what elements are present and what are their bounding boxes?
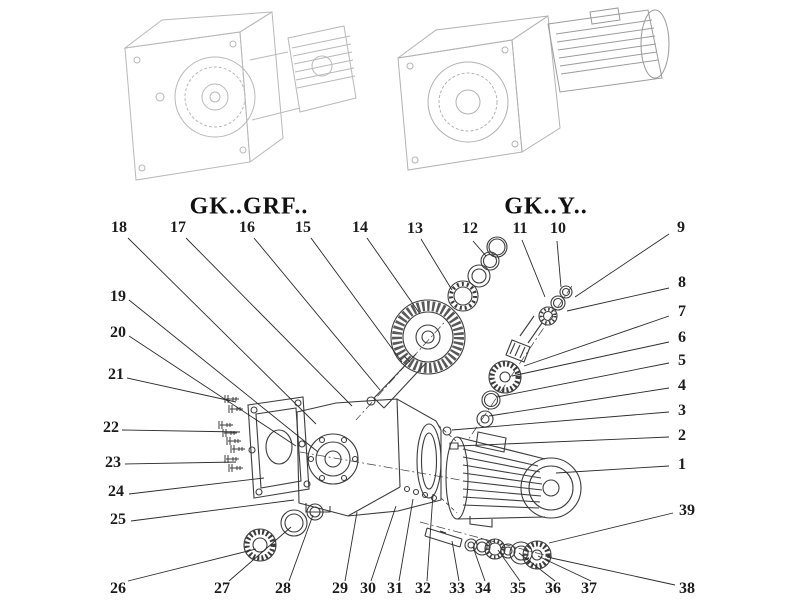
main-gear-assembly [355, 299, 466, 421]
gear-bearing-and-rings [447, 236, 508, 312]
callout-37: 37 [581, 580, 597, 597]
callout-1: 1 [678, 456, 686, 473]
callout-25: 25 [110, 511, 126, 528]
callout-18: 18 [111, 219, 127, 236]
callout-7: 7 [678, 303, 686, 320]
gear-housing [296, 396, 442, 517]
callout-27: 27 [214, 580, 230, 597]
callout-17: 17 [170, 219, 186, 236]
callout-2: 2 [678, 427, 686, 444]
shim-and-rings [243, 503, 324, 562]
callout-12: 12 [462, 220, 478, 237]
callout-31: 31 [387, 580, 403, 597]
callout-33: 33 [449, 580, 465, 597]
gearbox-grf-drawing [123, 11, 357, 181]
callout-19: 19 [110, 288, 126, 305]
callout-9: 9 [677, 219, 685, 236]
callout-8: 8 [678, 274, 686, 291]
flange-plate [247, 396, 311, 499]
variant-label-y: GK..Y.. [504, 193, 588, 220]
input-pinion-assembly [467, 285, 573, 441]
motor [299, 426, 582, 528]
callout-10: 10 [550, 220, 566, 237]
callout-14: 14 [352, 219, 368, 236]
callout-34: 34 [475, 580, 491, 597]
callout-22: 22 [103, 419, 119, 436]
leader-lines [121, 233, 676, 586]
callout-26: 26 [110, 580, 126, 597]
variant-label-grf: GK..GRF.. [189, 193, 309, 220]
callout-38: 38 [679, 580, 695, 597]
output-shaft-assembly [419, 521, 553, 570]
callout-28: 28 [275, 580, 291, 597]
callout-36: 36 [545, 580, 561, 597]
callout-30: 30 [360, 580, 376, 597]
callout-5: 5 [678, 352, 686, 369]
gearbox-y-drawing [397, 7, 670, 171]
callout-21: 21 [108, 366, 124, 383]
screws [218, 395, 245, 472]
callout-13: 13 [407, 220, 423, 237]
callout-11: 11 [512, 220, 528, 237]
callout-4: 4 [678, 377, 686, 394]
callout-32: 32 [415, 580, 431, 597]
callout-16: 16 [239, 219, 255, 236]
callout-24: 24 [108, 483, 124, 500]
callout-15: 15 [295, 219, 311, 236]
motor-sketch [547, 7, 670, 93]
assembly-fasteners [403, 424, 458, 514]
callout-20: 20 [110, 324, 126, 341]
callout-23: 23 [105, 454, 121, 471]
callout-3: 3 [678, 402, 686, 419]
callout-6: 6 [678, 329, 686, 346]
callout-39: 39 [679, 502, 695, 519]
callout-35: 35 [510, 580, 526, 597]
callout-29: 29 [332, 580, 348, 597]
